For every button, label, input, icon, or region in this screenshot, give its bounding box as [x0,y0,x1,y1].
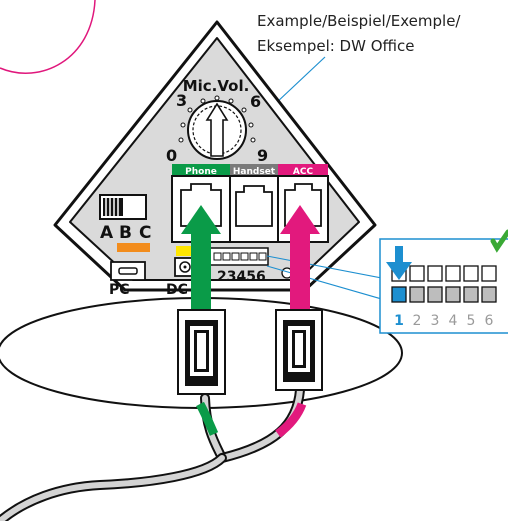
zoom-leader-top [266,255,393,281]
phone-port-header [172,164,230,176]
phone-connection-arrow [181,205,221,312]
acc-port-socket[interactable] [284,183,322,227]
checkmark-icon [490,229,508,253]
arrow-down-icon [386,246,412,280]
handset-port-socket[interactable] [235,185,273,227]
abc-slide-switch[interactable] [99,194,147,220]
decorative-circle-arc [0,0,96,74]
acc-connection-arrow [280,205,320,312]
mic-vol-knob[interactable] [187,100,247,160]
mic-vol-label: Mic.Vol. [183,77,250,95]
switch-orange-marker [117,243,150,252]
dip-switch[interactable] [209,247,269,266]
dip-zoom-num-2: 2 [413,313,422,329]
phone-port-socket[interactable] [180,183,222,227]
dip-zoom-num-1: 1 [394,313,404,329]
handset-port-header [230,164,278,176]
dip-zoom-num-6: 6 [485,313,494,329]
caption-line-2: Eksempel: DW Office [257,37,415,55]
knob-tick-9: 9 [257,146,268,165]
switch-label-c: C [139,223,151,243]
caption-line-1: Example/Beispiel/Exemple/ [257,12,461,30]
dip-1-on-block [391,286,407,303]
acc-plug [275,309,323,391]
acc-port-header [278,164,328,176]
dc-yellow-marker [176,246,196,256]
knob-tick-6: 6 [250,92,261,111]
phone-plug [177,309,226,395]
dip-zoom-num-3: 3 [431,313,440,329]
green-cable-marker [196,401,219,436]
magenta-cable-marker [275,402,307,438]
dip-switch-numbers: 23456 [217,269,266,285]
phone-port-label: Phone [185,167,217,177]
dc-label: DC [166,282,188,298]
switch-label-b: B [119,223,132,243]
knob-pointer-icon [205,102,229,157]
pc-usb-port[interactable] [110,261,146,281]
pc-label: PC [109,282,130,298]
knob-tick-dots [178,95,256,143]
caption-leader-line [274,56,326,105]
headset-main-cable [0,455,225,521]
handset-port-label: Handset [233,167,276,177]
knob-tick-3: 3 [176,91,187,110]
dip-zoom-num-4: 4 [449,313,458,329]
dip-zoom-num-5: 5 [467,313,476,329]
dip-switch-zoom-callout: 1 2 3 4 5 6 [379,229,508,334]
knob-tick-0: 0 [166,146,177,165]
switch-label-a: A [100,223,114,243]
zoom-leader-bottom [266,265,393,303]
acc-port-label: ACC [293,167,314,177]
